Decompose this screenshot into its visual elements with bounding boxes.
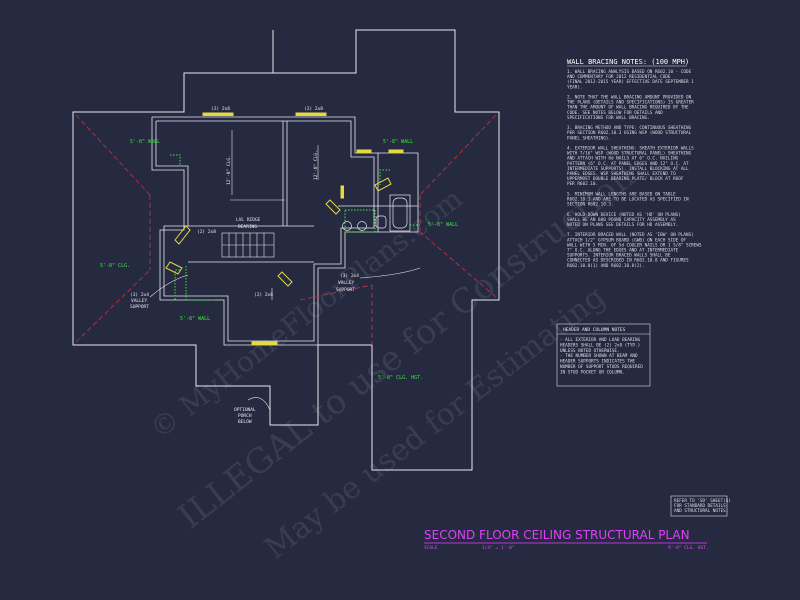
note-line: 6. HOLD-DOWN DEVICE (NOTED AS 'HD' ON PL…: [567, 212, 681, 218]
label-porch-1: OPTIONAL: [234, 407, 256, 413]
stair: [221, 232, 275, 258]
scale-value: 1/4" = 1'-0": [482, 545, 515, 551]
headers: [165, 112, 404, 345]
wall-bracing-note-list: 1. WALL BRACING ANALYSIS BASED ON R602.1…: [567, 69, 702, 269]
label-clg-left: 5'-8" CLG.: [100, 263, 130, 269]
note-line: 3. BRACING METHOD AND TYPE: CONTINUOUS S…: [567, 125, 692, 131]
note-line: UNLESS NOTED OTHERWISE.: [560, 348, 620, 354]
note-line: THAN THE AMOUNT OF WALL BRACING REQUIRED…: [567, 105, 689, 111]
sheet-title: SECOND FLOOR CEILING STRUCTURAL PLAN: [424, 528, 690, 542]
note-line: HEADER SUPPORTS INDICATES THE: [560, 359, 635, 365]
note-line: ATTACH 1/2" GYPSUM BOARD (GWB) ON EACH S…: [567, 237, 686, 243]
note-line: (FINAL 2012-2015 YEAR) EFFECTIVE DATE SE…: [567, 79, 694, 85]
note-line: INTERMEDIATE SUPPORTS). INSTALL BLOCKING…: [567, 166, 689, 172]
label-valley-left-2: VALLEY: [131, 298, 148, 304]
note-line: SECTION R602.10.3.: [567, 202, 614, 208]
note-line: THE PLANS (DETAILS AND SPECIFICATIONS) I…: [567, 100, 694, 106]
label-valley-left-3: SUPPORT: [130, 304, 149, 310]
label-bearing: BEARING: [238, 224, 257, 230]
note-line: PANEL SHEATHING).: [567, 135, 611, 141]
label-wall-right: 5'-8" WALL: [428, 222, 458, 228]
refer-note: REFER TO 'SD' SHEET(S) FOR STANDARD DETA…: [670, 495, 731, 517]
note-line: PER R602.10.: [567, 181, 598, 187]
note-line: SPECIFICATIONS FOR WALL BRACING.: [567, 115, 650, 121]
label-header-mid: (2) 2x8: [254, 292, 273, 298]
leaders: [149, 130, 421, 411]
title-block: SECOND FLOOR CEILING STRUCTURAL PLAN SCA…: [424, 528, 709, 551]
wall-bracing-heading: WALL BRACING NOTES: (100 MPH): [567, 58, 689, 66]
note-line: 2. NOTE THAT THE WALL BRACING AMOUNT PRO…: [567, 95, 692, 101]
note-line: CODE. SEE NOTES BELOW FOR DETAILS AND: [567, 110, 663, 116]
header-column-notes: HEADER AND COLUMN NOTES - ALL EXTERIOR A…: [556, 323, 651, 387]
note-line: WITH 7/16" WSP (WOOD STRUCTURAL PANEL) S…: [567, 151, 692, 157]
note-line: SHALL BE AN 800 POUND CAPACITY ASSEMBLY …: [567, 217, 676, 223]
note-line: PER SECTION R602.10.3 USING WSP (WOOD ST…: [567, 130, 692, 136]
label-dim-vertical-1: 12'-0" CLG.: [226, 155, 232, 185]
note-line: HEADERS SHALL BE (2) 2x8 (TYP.): [560, 342, 640, 348]
note-line: UPPERMOST DOUBLE BEARING PLATE/ BLOCK AT…: [567, 176, 684, 182]
label-porch-2: PORCH: [238, 413, 252, 419]
plan-labels: (2) 2x8 (2) 2x8 5'-8" WALL 5'-8" WALL 5'…: [100, 106, 458, 425]
note-line: 7" O.C. ALONG THE EDGES AND AT INTERMEDI…: [567, 248, 679, 254]
label-header-top-right: (2) 2x8: [304, 106, 323, 112]
bath-fixtures: [342, 194, 411, 232]
label-dim-vertical-2: 12'-0" CLG.: [313, 150, 319, 180]
note-line: R602.10.8(1) AND R602.10.8(2).: [567, 263, 645, 269]
note-line: SUPPORTS. INTERIOR BRACED WALLS SHALL BE: [567, 253, 671, 259]
label-lvl-ridge: LVL RIDGE: [236, 217, 261, 223]
label-wall-bl: 5'-8" WALL: [180, 316, 210, 322]
label-porch-3: BELOW: [238, 419, 252, 425]
note-line: AND ATTACH WITH 8d NAILS AT 6" O.C. NAIL…: [567, 156, 679, 162]
label-clg-right-low: 5'-8" CLG. HGT.: [378, 375, 423, 381]
refer-note-line-2: FOR STANDARD DETAILS: [674, 503, 726, 509]
note-line: YEAR).: [567, 84, 583, 90]
note-line: 1. WALL BRACING ANALYSIS BASED ON R602.1…: [567, 69, 692, 75]
note-line: PANEL EDGES. WSP SHEATHING SHALL EXTEND …: [567, 171, 676, 177]
note-line: WALL WITH 5 MIN. OF 5d COOLER NAILS OR 1…: [567, 242, 702, 248]
note-line: AND COMMENTARY FOR 2012 RESIDENTIAL CODE: [567, 74, 671, 80]
note-line: NOTED ON PLANS SEE DETAILS FOR HD ASSEMB…: [567, 222, 678, 228]
note-line: CONNECTED AS DESCRIBED IN R602.10.8 AND …: [567, 258, 689, 264]
note-line: PATTERN (6" O.C. AT PANEL EDGES AND 12" …: [567, 161, 689, 167]
label-valley-right-2: VALLEY: [338, 280, 355, 286]
label-wall-tl: 5'-8" WALL: [130, 139, 160, 145]
note-line: - THE NUMBER SHOWN AT BEAM AND: [560, 353, 638, 359]
label-wall-tr: 5'-8" WALL: [383, 139, 413, 145]
header-column-heading: HEADER AND COLUMN NOTES: [563, 327, 626, 333]
note-line: 7. INTERIOR BRACED WALL (NOTED AS 'IBW' …: [567, 232, 694, 238]
label-header-stair: (2) 2x8: [197, 229, 216, 235]
label-valley-left-1: (3) 2x4: [130, 292, 149, 298]
label-header-top-left: (2) 2x8: [211, 106, 230, 112]
refer-note-line-1: REFER TO 'SD' SHEET(S): [674, 498, 731, 504]
note-line: R602.10.1 AND ARE TO BE LOCATED AS SPECI…: [567, 197, 689, 203]
label-valley-right-3: SUPPORT: [336, 287, 355, 293]
ceiling-height: 9'-0" CLG. HGT.: [668, 545, 709, 551]
note-line: IN STUD POCKET OR COLUMN.: [560, 369, 625, 375]
note-line: - ALL EXTERIOR AND LOAD BEARING: [560, 337, 641, 343]
wall-bracing-notes: WALL BRACING NOTES: (100 MPH) 1. WALL BR…: [567, 58, 702, 269]
label-valley-right-1: (3) 2x4: [340, 273, 359, 279]
refer-note-line-3: AND STRUCTURAL NOTES.: [674, 508, 728, 514]
green-markers: [170, 154, 420, 301]
hip-lines: [75, 114, 497, 345]
note-line: 4. EXTERIOR WALL SHEATHING: SHEATH EXTER…: [567, 146, 694, 152]
note-line: 5. MINIMUM WALL LENGTHS ARE BASED ON TAB…: [567, 191, 676, 197]
note-line: NUMBER OF SUPPORT STUDS REQUIRED: [560, 364, 643, 370]
scale-label: SCALE: [424, 545, 438, 551]
